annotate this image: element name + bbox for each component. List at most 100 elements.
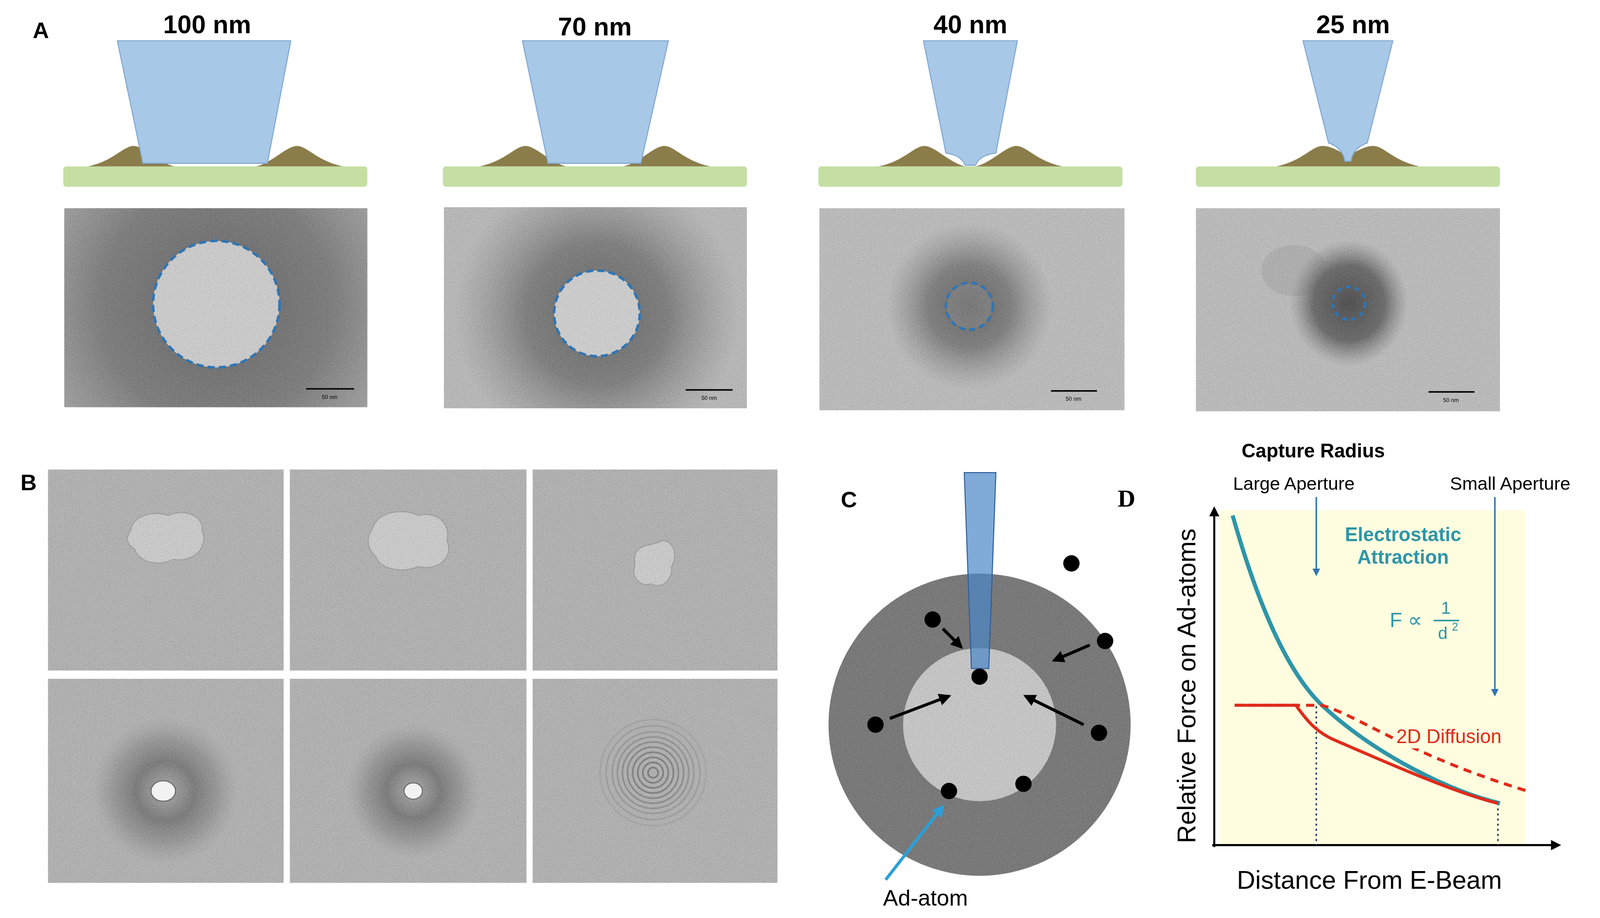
tem-image-part xyxy=(946,282,994,330)
tem-image-part xyxy=(150,780,176,801)
tem-image-part xyxy=(532,678,778,883)
formula: d xyxy=(1437,623,1448,644)
tip-schematics-part-part xyxy=(522,40,669,164)
tip-schematics-part xyxy=(1195,166,1500,187)
capture-schematic-part-part xyxy=(971,668,988,685)
tip-schematics-part xyxy=(87,146,1420,167)
tem-image-part xyxy=(1332,286,1366,320)
tem-image-part xyxy=(289,678,527,883)
capture-schematic xyxy=(828,472,1131,880)
tem-image-part xyxy=(64,208,368,407)
tem-image-part xyxy=(47,678,284,883)
tip-schematics xyxy=(63,40,1500,187)
tem-image xyxy=(289,678,527,883)
capture-schematic-part-part xyxy=(889,695,950,719)
tem-image-part xyxy=(444,207,748,409)
tem-image-part xyxy=(1051,390,1098,392)
axis-title: Relative Force on Ad-atoms xyxy=(1171,528,1202,843)
tem-image-part xyxy=(1428,390,1475,393)
capture-schematic-part-part xyxy=(940,782,958,800)
force-plot-part xyxy=(1232,515,1500,804)
panel-letter: C xyxy=(840,486,858,513)
tem-image-part xyxy=(305,387,354,390)
tem-image-part xyxy=(532,678,778,883)
formula: 1 xyxy=(1441,598,1451,619)
panel-letter: B xyxy=(20,469,37,496)
capture-schematic-part-part xyxy=(924,611,941,628)
capture-schematic-part xyxy=(867,555,1114,800)
capture-schematic-part-part xyxy=(1025,695,1084,725)
tem-image-part xyxy=(404,782,423,800)
tip-schematics-part xyxy=(442,166,747,187)
tem-image-part xyxy=(532,469,778,671)
panel-letter: A xyxy=(32,17,50,44)
aperture-size: 70 nm xyxy=(557,11,632,42)
tem-image-part xyxy=(289,469,527,671)
scale-bar-label: 50 nm xyxy=(701,394,717,402)
tem-image-part xyxy=(47,469,284,671)
capture-schematic-part xyxy=(885,806,943,880)
tem-image xyxy=(819,208,1125,410)
force-plot-part xyxy=(1497,803,1499,845)
aperture-size: 25 nm xyxy=(1316,9,1391,39)
force-plot xyxy=(1212,496,1560,847)
tem-image-part xyxy=(819,208,1125,410)
tem-image-part xyxy=(685,389,733,391)
tem-image-part xyxy=(289,678,527,883)
formula: F ∝ xyxy=(1389,608,1423,633)
force-plot-part xyxy=(1219,510,1526,845)
curve-label: 2D Diffusion xyxy=(1394,725,1504,748)
capture-schematic-part-part xyxy=(1015,775,1032,793)
tem-image-part xyxy=(64,208,368,407)
tip-schematics-part xyxy=(63,166,368,187)
scale-bar-label: 50 nm xyxy=(1065,395,1082,403)
tem-image-part xyxy=(64,208,368,407)
force-plot-part xyxy=(1234,705,1531,793)
capture-schematic-part xyxy=(964,472,996,669)
tem-image-part xyxy=(1195,208,1500,412)
tip-schematics-part xyxy=(117,40,1393,166)
tem-image-part xyxy=(153,240,280,368)
force-plot-part xyxy=(1315,496,1317,575)
tem-image xyxy=(444,207,748,409)
tem-image-part xyxy=(1195,208,1500,412)
scale-bar-label: 50 nm xyxy=(321,393,338,401)
aperture-size: 100 nm xyxy=(163,9,252,39)
tip-schematics-part xyxy=(818,166,1123,187)
aperture-size: 40 nm xyxy=(933,9,1008,39)
force-plot-part xyxy=(1494,496,1496,695)
tem-image-part xyxy=(554,270,641,357)
tem-image xyxy=(64,208,368,407)
capture-schematic-part-part xyxy=(1054,645,1090,661)
tem-image-part xyxy=(532,469,778,671)
force-plot-part xyxy=(1234,705,1499,804)
tip-schematics-part-part xyxy=(117,40,291,164)
tem-image xyxy=(532,678,778,883)
capture-schematic-part-part xyxy=(1090,724,1108,741)
axis-title: Distance From E-Beam xyxy=(1236,865,1503,895)
tem-image xyxy=(289,469,527,671)
tem-image-part xyxy=(819,208,1125,410)
scale-bar-label: 50 nm xyxy=(1443,396,1459,404)
tem-image xyxy=(47,469,284,671)
capture-schematic-part xyxy=(889,628,1090,725)
axis-note: Small Aperture xyxy=(1449,473,1571,495)
capture-schematic-part-part xyxy=(1097,632,1114,650)
tem-image-part xyxy=(444,207,748,409)
capture-schematic-part-part xyxy=(942,628,962,647)
axis-note: Large Aperture xyxy=(1232,473,1355,495)
tem-image-part xyxy=(47,469,284,671)
capture-schematic-part-part xyxy=(1063,555,1080,572)
panel-letter: D xyxy=(1117,484,1136,514)
tip-schematics-part-part xyxy=(1302,40,1393,162)
tem-image-part xyxy=(289,469,527,671)
force-plot-part xyxy=(1212,843,1560,847)
axis-note: Capture Radius xyxy=(1241,440,1385,463)
tem-image xyxy=(1195,208,1500,412)
curve-label: Electrostatic Attraction xyxy=(1326,523,1480,569)
tip-schematics-part-part xyxy=(923,40,1018,166)
tem-image xyxy=(47,678,284,883)
tem-image xyxy=(532,469,778,671)
tem-image-part xyxy=(47,678,284,883)
